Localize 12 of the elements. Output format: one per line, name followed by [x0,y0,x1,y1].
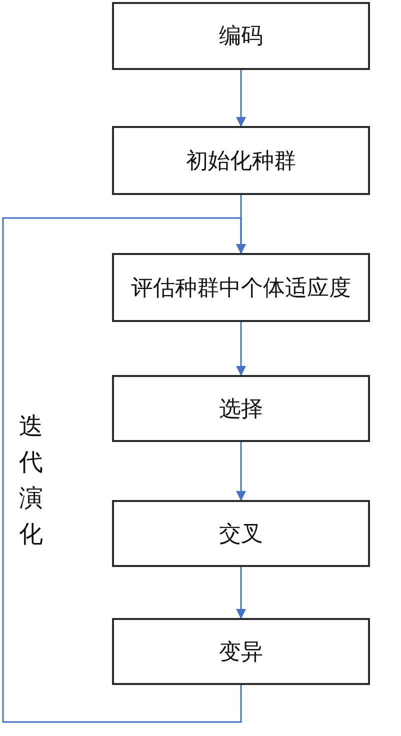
arrow [236,442,246,501]
process-box: 初始化种群 [112,126,370,195]
arrow [236,70,246,127]
arrow [236,322,246,376]
process-box: 变异 [112,618,370,685]
process-box: 交叉 [112,500,370,567]
process-box: 编码 [112,2,370,70]
process-box: 选择 [112,375,370,442]
vertical-label: 迭代演化 [18,411,44,550]
arrow [236,567,246,619]
loop-arrow [2,217,246,723]
process-box: 评估种群中个体适应度 [112,253,370,322]
